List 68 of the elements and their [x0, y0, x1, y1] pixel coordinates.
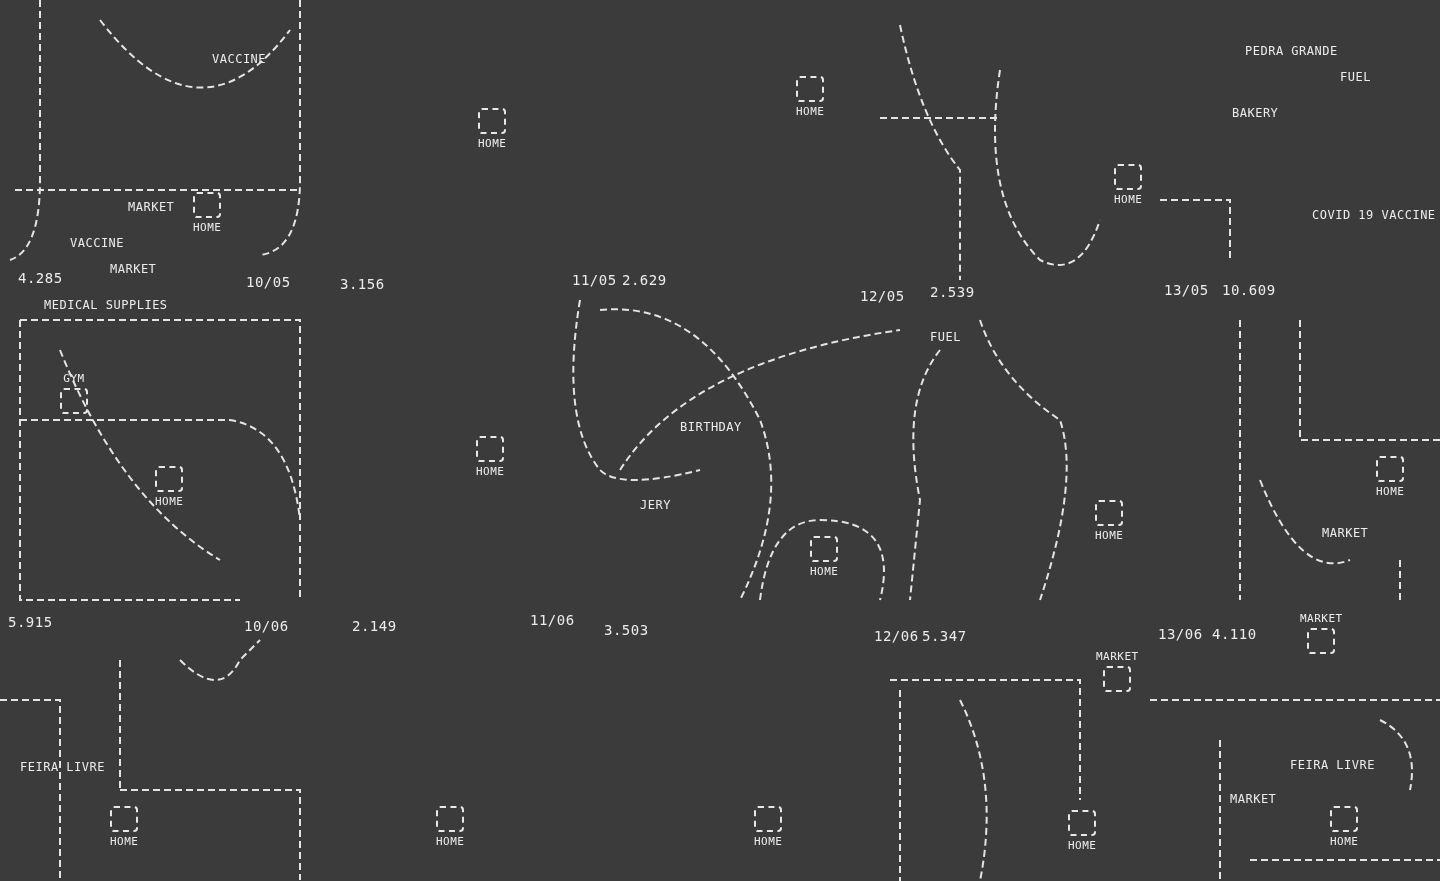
route-figure: 5.347 — [922, 628, 967, 644]
route-figure: 13/05 — [1164, 282, 1209, 298]
place-name: BAKERY — [1232, 106, 1279, 120]
place-name: FEIRA LIVRE — [20, 760, 105, 774]
place-marker — [155, 466, 184, 508]
place-marker — [1096, 650, 1139, 695]
place-name: VACCINE — [212, 52, 267, 66]
place-name: HOME — [155, 495, 184, 508]
place-marker — [1300, 612, 1343, 657]
place-marker — [436, 806, 465, 848]
place-name: HOME — [754, 835, 783, 848]
route-figure: 10.609 — [1222, 282, 1276, 298]
place-marker — [1330, 806, 1359, 848]
place-name: MARKET — [1096, 650, 1139, 663]
place-name: BIRTHDAY — [680, 420, 742, 434]
place-name: HOME — [796, 105, 825, 118]
place-name: HOME — [1068, 839, 1097, 852]
place-marker — [60, 372, 88, 417]
route-figure: 12/06 — [874, 628, 919, 644]
place-name: MARKET — [1322, 526, 1369, 540]
place-marker — [810, 536, 839, 578]
route-figure: 12/05 — [860, 288, 905, 304]
place-name: HOME — [1114, 193, 1143, 206]
place-name: GYM — [63, 372, 85, 385]
place-name: HOME — [1330, 835, 1359, 848]
place-name: MARKET — [1300, 612, 1343, 625]
place-name: PEDRA GRANDE — [1245, 44, 1338, 58]
place-name: MEDICAL SUPPLIES — [44, 298, 168, 312]
route-figure: 4.110 — [1212, 626, 1257, 642]
route-figure: 10/06 — [244, 618, 289, 634]
place-marker — [1376, 456, 1405, 498]
place-name: FUEL — [930, 330, 961, 344]
place-marker — [478, 108, 507, 150]
place-name: HOME — [436, 835, 465, 848]
place-marker — [1095, 500, 1124, 542]
place-marker — [193, 192, 222, 234]
route-figure: 2.539 — [930, 284, 975, 300]
route-figure: 2.149 — [352, 618, 397, 634]
place-name: JERY — [640, 498, 671, 512]
place-name: HOME — [476, 465, 505, 478]
place-marker — [1068, 810, 1097, 852]
place-marker — [796, 76, 825, 118]
route-figure: 5.915 — [8, 614, 53, 630]
place-name: MARKET — [110, 262, 157, 276]
place-marker — [476, 436, 505, 478]
place-name: HOME — [110, 835, 139, 848]
place-marker — [1114, 164, 1143, 206]
place-name: FUEL — [1340, 70, 1371, 84]
route-figure: 10/05 — [246, 274, 291, 290]
route-figure: 11/06 — [530, 612, 575, 628]
route-figure: 4.285 — [18, 270, 63, 286]
place-name: FEIRA LIVRE — [1290, 758, 1375, 772]
place-name: HOME — [1376, 485, 1405, 498]
route-figure: 11/05 — [572, 272, 617, 288]
place-name: HOME — [478, 137, 507, 150]
route-figure: 13/06 — [1158, 626, 1203, 642]
place-name: HOME — [193, 221, 222, 234]
place-name: MARKET — [1230, 792, 1277, 806]
place-marker — [754, 806, 783, 848]
place-name: VACCINE — [70, 236, 125, 250]
place-name: HOME — [810, 565, 839, 578]
place-name: HOME — [1095, 529, 1124, 542]
place-name: COVID 19 VACCINE — [1312, 208, 1436, 222]
route-figure: 2.629 — [622, 272, 667, 288]
route-figure: 3.503 — [604, 622, 649, 638]
place-name: MARKET — [128, 200, 175, 214]
route-figure: 3.156 — [340, 276, 385, 292]
place-marker — [110, 806, 139, 848]
